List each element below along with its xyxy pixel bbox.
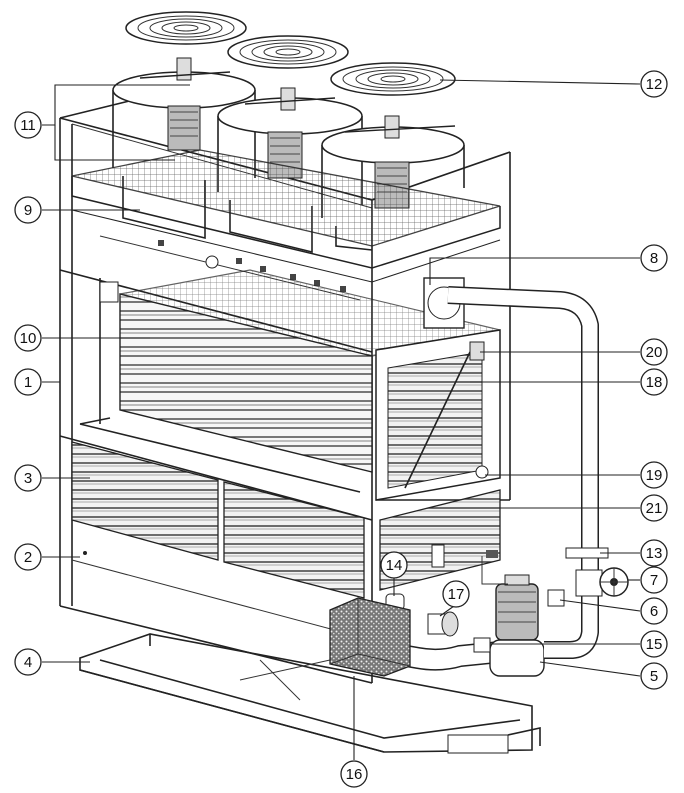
callout-21: 21 (640, 494, 668, 522)
callout-3: 3 (14, 464, 42, 492)
air-inlet-louvers (71, 441, 501, 599)
fan-guards (125, 11, 456, 96)
svg-text:6: 6 (650, 603, 658, 620)
callout-9: 9 (14, 196, 42, 224)
svg-text:10: 10 (20, 330, 37, 347)
callout-7: 7 (640, 566, 668, 594)
inlet-connection (423, 277, 599, 548)
svg-text:2: 2 (24, 549, 32, 566)
svg-text:4: 4 (24, 654, 32, 671)
svg-text:20: 20 (646, 344, 663, 361)
callout-15: 15 (640, 630, 668, 658)
callout-16: 16 (340, 760, 368, 788)
svg-text:11: 11 (20, 117, 36, 134)
callout-5: 5 (640, 662, 668, 690)
fan-guard-1 (125, 11, 247, 45)
callout-11: 11 (14, 111, 42, 139)
svg-text:1: 1 (24, 374, 32, 391)
callout-17: 17 (442, 580, 470, 608)
svg-text:8: 8 (650, 250, 658, 267)
callout-1: 1 (14, 368, 42, 396)
svg-text:17: 17 (448, 586, 465, 603)
svg-text:16: 16 (346, 766, 363, 783)
callout-12: 12 (640, 70, 668, 98)
svg-text:15: 15 (646, 636, 663, 653)
svg-text:18: 18 (646, 374, 663, 391)
pump-and-piping (361, 544, 629, 677)
callout-8: 8 (640, 244, 668, 272)
callout-4: 4 (14, 648, 42, 676)
svg-text:5: 5 (650, 668, 658, 685)
callout-2: 2 (14, 543, 42, 571)
svg-text:12: 12 (646, 76, 663, 93)
svg-text:19: 19 (646, 467, 663, 484)
svg-text:13: 13 (646, 545, 663, 562)
header-box (375, 329, 510, 501)
casing-frame (59, 118, 373, 684)
coil-bank (79, 269, 501, 493)
callout-14: 14 (380, 551, 408, 579)
svg-text:7: 7 (650, 572, 658, 589)
callout-19: 19 (640, 461, 668, 489)
svg-text:21: 21 (646, 500, 663, 517)
callout-6: 6 (640, 597, 668, 625)
callout-20: 20 (640, 338, 668, 366)
base-frame (79, 633, 541, 754)
svg-text:14: 14 (386, 557, 403, 574)
callout-10: 10 (14, 324, 42, 352)
leader-lines (42, 79, 641, 760)
svg-text:9: 9 (24, 202, 32, 219)
strainer-basket (329, 597, 411, 677)
svg-text:3: 3 (24, 470, 32, 487)
drift-eliminator (71, 149, 501, 283)
callout-13: 13 (640, 539, 668, 567)
callout-18: 18 (640, 368, 668, 396)
fan-guard-2 (227, 35, 349, 69)
water-basin (83, 551, 87, 555)
fan-guard-3 (330, 62, 456, 96)
callouts: 1 2 3 4 5 6 7 8 (14, 70, 668, 788)
